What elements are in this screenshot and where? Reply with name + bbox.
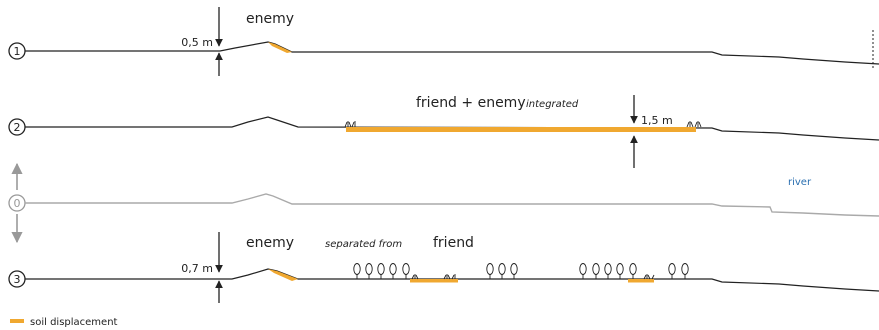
terrain-profile [25,268,879,292]
tree-icon [486,263,494,279]
tree-icon [604,263,612,279]
label-enemy: enemy [246,11,294,27]
vegetation-tufts [411,274,655,280]
row-1: 1 0,5 m enemy [8,7,879,76]
soil-displacement-strip [628,279,654,283]
tree-icon [629,263,637,279]
tree-icon [668,263,676,279]
label-friend-enemy: friend + enemy [416,95,526,111]
height-measure: 1,5 m [641,114,673,127]
label-separated-from: separated from [325,239,402,250]
row-number: 3 [14,273,21,286]
tree-icon [616,263,624,279]
row-3: 3 0, [8,232,879,303]
soil-displacement-strip [268,269,298,281]
tree-icon [579,263,587,279]
tree-icon [681,263,689,279]
tree-icon [377,263,385,279]
tree-icon [365,263,373,279]
height-measure: 0,7 m [181,262,213,275]
legend-label: soil displacement [30,317,118,328]
soil-displacement-strip [346,127,696,132]
label-friend: friend [433,235,474,251]
soil-displacement-strip [268,42,292,53]
label-river: river [788,177,812,188]
row-2: 2 1,5 m friend + enemy integrated [8,95,879,168]
row-number: 0 [14,197,21,210]
terrain-profile-reference [25,193,879,217]
tree-icon [592,263,600,279]
tree-icon [389,263,397,279]
soil-displacement-strip [410,279,458,283]
tree-icon [498,263,506,279]
label-integrated: integrated [526,99,579,110]
label-enemy: enemy [246,235,294,251]
legend: soil displacement [10,317,118,328]
vegetation-tufts [344,121,702,128]
row-0: 0 river [8,162,879,244]
height-measure: 0,5 m [181,36,213,49]
terrain-profile [25,41,879,65]
row-number: 1 [14,45,21,58]
tree-icon [402,263,410,279]
legend-swatch-soil [10,319,24,323]
tree-icon [353,263,361,279]
row-number: 2 [14,121,21,134]
tree-icons [353,263,689,279]
tree-icon [510,263,518,279]
